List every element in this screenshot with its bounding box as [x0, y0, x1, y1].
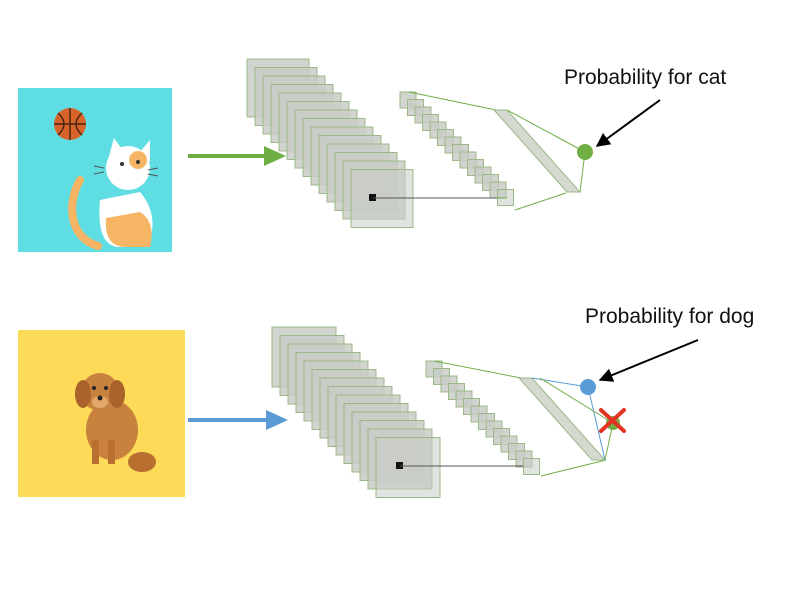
dog-illustration	[75, 373, 156, 472]
dog-input-arrow	[188, 410, 288, 430]
dog-row	[18, 326, 699, 498]
cat-image	[18, 88, 172, 252]
basketball-icon	[54, 108, 86, 140]
cat-illustration	[68, 138, 159, 250]
cat-label-arrow	[595, 99, 661, 147]
cat-fc-layer	[492, 109, 586, 193]
cat-output-node	[577, 144, 593, 160]
reject-x-icon	[599, 408, 626, 433]
dog-probability-label: Probability for dog	[585, 305, 755, 328]
dog-fc-layer	[517, 377, 614, 461]
cat-probability-label: Probability for cat	[564, 66, 727, 89]
dog-kernel-marker	[396, 462, 403, 469]
cat-row	[18, 58, 661, 252]
dog-connectors	[400, 360, 607, 477]
dog-output-node	[580, 379, 596, 395]
cat-connectors	[373, 91, 567, 211]
dog-pool-layers	[425, 360, 540, 475]
cat-conv-layers	[246, 58, 414, 228]
cat-kernel-marker	[369, 194, 376, 201]
cat-pool-layers	[399, 91, 514, 206]
dog-conv-layers	[271, 326, 441, 498]
dog-pool-map-14	[523, 458, 540, 475]
dog-feature-map-14	[375, 437, 441, 498]
dog-image	[18, 330, 185, 497]
dog-label-arrow	[598, 339, 699, 382]
cat-input-arrow	[188, 146, 286, 166]
